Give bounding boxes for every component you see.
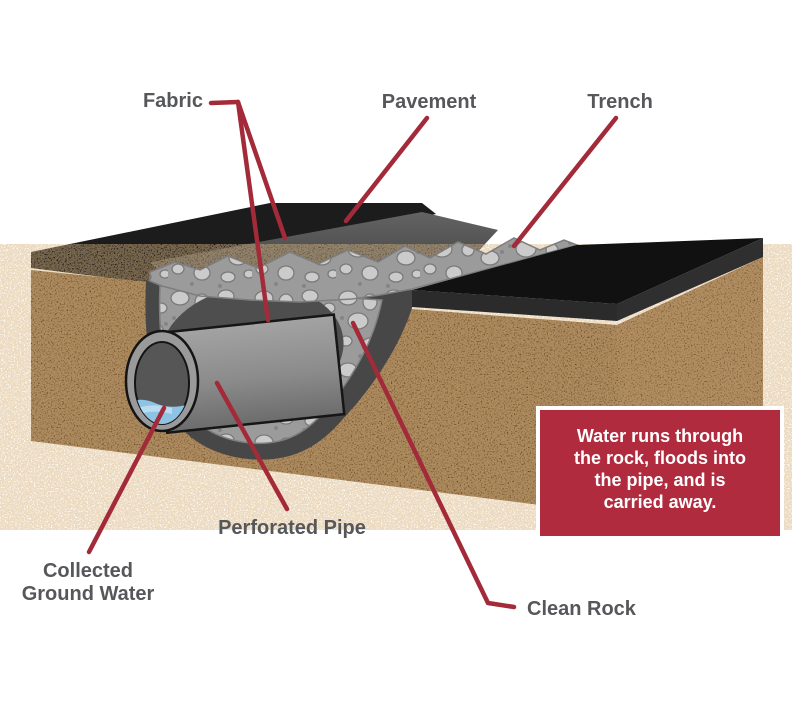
callout-text-line3: the pipe, and is	[594, 470, 725, 490]
leader-lines	[86, 99, 619, 610]
pavement-right-top	[412, 238, 763, 304]
label-pavement: Pavement	[382, 91, 477, 113]
pavement-left-slab	[31, 203, 436, 283]
callout-text-line4: carried away.	[604, 492, 717, 512]
leader-fabric-b	[235, 99, 288, 241]
leader-collected-ground-water	[86, 405, 167, 555]
label-perforated-pipe: Perforated Pipe	[218, 517, 366, 539]
leader-clean-rock	[350, 320, 517, 610]
leader-trench	[511, 115, 619, 249]
perforated-pipe	[124, 313, 346, 435]
leader-pavement	[343, 115, 430, 224]
pavement-right-front-edge	[412, 290, 617, 321]
pavement-right-slab	[412, 238, 763, 321]
callout-text-line2: the rock, floods into	[574, 448, 746, 468]
leader-perforated-pipe	[214, 380, 290, 512]
leader-fabric-a	[235, 99, 271, 323]
callout-background	[536, 406, 784, 540]
label-trench: Trench	[587, 91, 653, 113]
pavement-right-side-edge	[617, 238, 763, 321]
callout-box: Water runs through the rock, floods into…	[536, 406, 784, 540]
label-fabric: Fabric	[143, 90, 203, 112]
callout-text-line1: Water runs through	[577, 426, 743, 446]
labels: Fabric Pavement Trench Perforated Pipe C…	[22, 90, 653, 620]
leader-fabric-connector	[208, 99, 241, 106]
label-collected-ground-water-line1: Collected	[43, 560, 133, 582]
label-collected-ground-water-line2: Ground Water	[22, 583, 155, 605]
clean-rock-top	[149, 237, 580, 303]
label-clean-rock: Clean Rock	[527, 598, 637, 620]
